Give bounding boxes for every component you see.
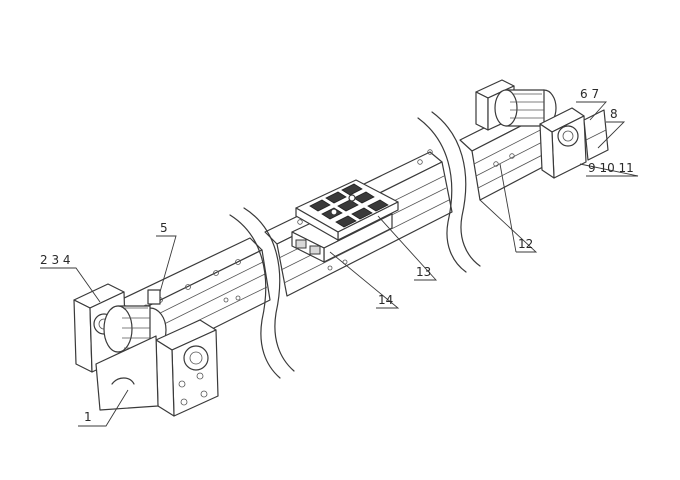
callout-label-14: 14 (378, 293, 393, 307)
right-end-assembly (475, 79, 609, 179)
callout-label-8: 8 (610, 107, 618, 121)
callout-label-12: 12 (518, 237, 533, 251)
break-lines (229, 111, 481, 379)
callout-label-5: 5 (160, 221, 168, 235)
carriage-top-plate (295, 179, 399, 241)
left-end-assembly (73, 283, 219, 417)
callout-label-2-3-4: 2 3 4 (40, 253, 71, 267)
callout-leaders (40, 101, 639, 427)
callout-label-1: 1 (84, 410, 92, 424)
callout-label-6-7: 6 7 (580, 87, 599, 101)
callout-labels: 1 2 3 4 5 6 7 8 9 10 11 12 13 14 (40, 87, 634, 424)
callout-label-9-10-11: 9 10 11 (588, 161, 634, 175)
callout-label-13: 13 (416, 265, 431, 279)
